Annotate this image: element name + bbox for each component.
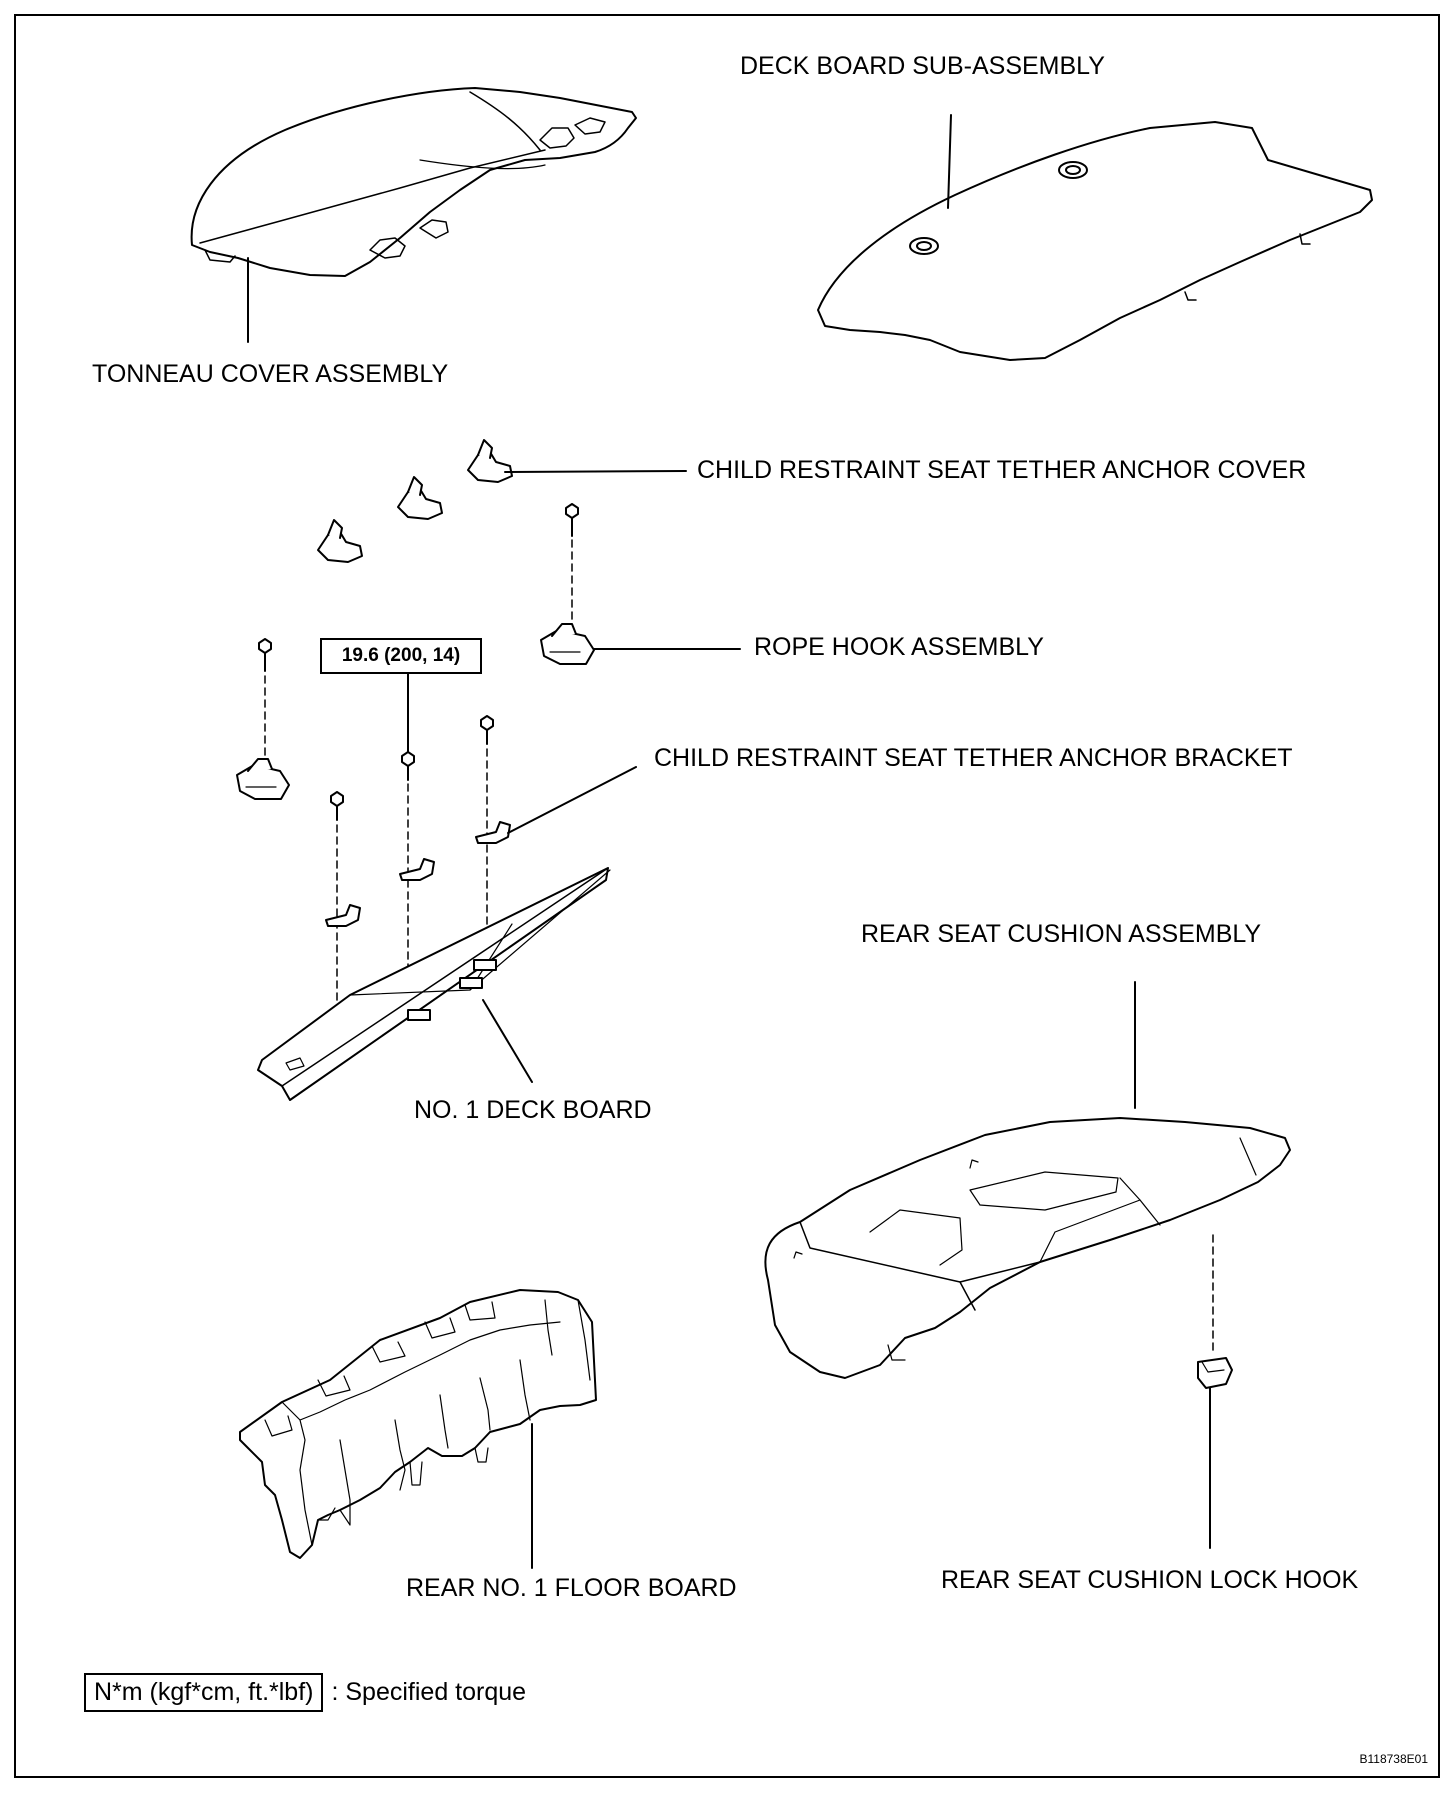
deck-board-sub-assembly-leader: [948, 115, 951, 208]
tether-anchor-brackets: [326, 767, 636, 926]
figure-code: B118738E01: [1359, 1752, 1428, 1766]
no1-deck-board-part: [0, 868, 610, 1100]
label-tether-anchor-bracket: CHILD RESTRAINT SEAT TETHER ANCHOR BRACK…: [654, 744, 1293, 772]
rear-seat-cushion-part: [765, 982, 1290, 1378]
rear-seat-lock-hook-part: [1198, 1358, 1232, 1548]
rear-no1-floor-board-part: [240, 1290, 596, 1568]
label-deck-board-sub-assembly: DECK BOARD SUB-ASSEMBLY: [740, 52, 1105, 80]
label-rear-seat-cushion-assembly: REAR SEAT CUSHION ASSEMBLY: [861, 920, 1262, 948]
torque-spec-box: 19.6 (200, 14): [320, 638, 482, 674]
tether-anchor-bracket-leader: [508, 767, 636, 833]
bracket-bolts: [331, 716, 493, 1040]
torque-legend: N*m (kgf*cm, ft.*lbf) : Specified torque: [84, 1672, 527, 1712]
label-tether-anchor-cover: CHILD RESTRAINT SEAT TETHER ANCHOR COVER: [697, 456, 1307, 484]
no1-deck-board-leader: [483, 1000, 532, 1082]
tonneau-cover-part: [192, 88, 636, 342]
legend-description: : Specified torque: [331, 1677, 527, 1706]
tether-anchor-cover-leader: [505, 471, 686, 472]
torque-bolt: [402, 674, 414, 985]
label-no1-deck-board: NO. 1 DECK BOARD: [414, 1096, 652, 1124]
rope-hook-left: [237, 639, 289, 799]
rope-hook-right: [541, 504, 740, 664]
label-tonneau-cover-assembly: TONNEAU COVER ASSEMBLY: [92, 360, 449, 388]
diagram-frame: [14, 14, 1440, 1778]
label-rear-seat-cushion-lock-hook: REAR SEAT CUSHION LOCK HOOK: [941, 1566, 1359, 1594]
label-rear-no1-floor-board: REAR NO. 1 FLOOR BOARD: [406, 1574, 737, 1602]
label-rope-hook-assembly: ROPE HOOK ASSEMBLY: [754, 633, 1044, 661]
tether-anchor-covers: [318, 440, 686, 562]
legend-unit-box: N*m (kgf*cm, ft.*lbf): [84, 1672, 324, 1712]
deck-board-sub-assembly-part: [818, 115, 1372, 360]
